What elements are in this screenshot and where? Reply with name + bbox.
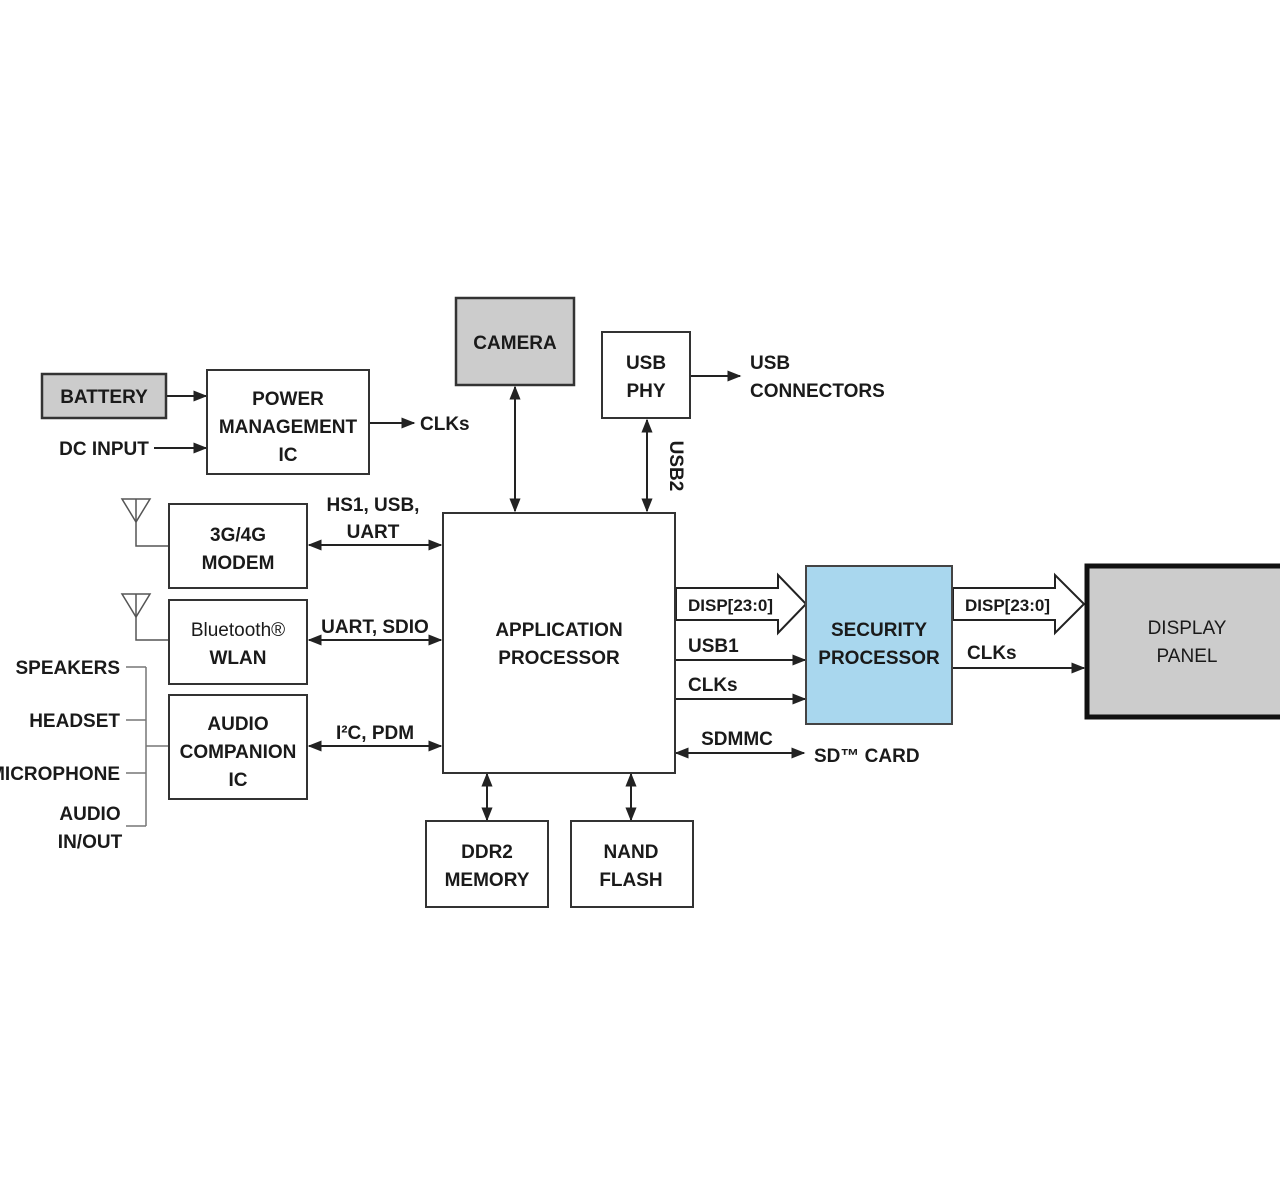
battery-label: BATTERY <box>60 387 148 408</box>
audio-companion-block <box>168 694 308 800</box>
pmic-label-line1: POWER <box>252 389 324 410</box>
clks-ap-label: CLKs <box>688 675 738 696</box>
security-label-line2: PROCESSOR <box>818 648 940 669</box>
application-processor-block <box>442 512 676 774</box>
nand-label-line2: FLASH <box>599 870 662 891</box>
bt-wlan-block <box>168 599 308 685</box>
modem-bus-label-line2: UART <box>347 522 400 543</box>
power-management-block <box>206 369 370 475</box>
display-panel-block <box>1084 563 1280 720</box>
speakers-label: SPEAKERS <box>15 658 120 679</box>
modem-bus-label-line1: HS1, USB, <box>327 495 420 516</box>
disp-bus-ap-label: DISP[23:0] <box>688 596 773 615</box>
dc-input-label: DC INPUT <box>59 439 149 460</box>
bt-wlan-label-line1: Bluetooth® <box>191 620 285 641</box>
display-label-line1: DISPLAY <box>1148 618 1227 639</box>
usb-phy-label-line2: PHY <box>626 381 665 402</box>
audio-companion-label-line3: IC <box>229 770 248 791</box>
security-label-line1: SECURITY <box>831 620 927 641</box>
battery-block <box>40 372 168 420</box>
usb-phy-block <box>601 331 691 419</box>
disp-bus-sec-label: DISP[23:0] <box>965 596 1050 615</box>
ap-label-line2: PROCESSOR <box>498 648 620 669</box>
audio-companion-label-line1: AUDIO <box>207 714 268 735</box>
camera-block <box>454 296 576 387</box>
ap-label-line1: APPLICATION <box>495 620 622 641</box>
audio-companion-label-line2: COMPANION <box>180 742 297 763</box>
audio-inout-label-line1: AUDIO <box>59 804 120 825</box>
sd-card-label: SD™ CARD <box>814 746 920 767</box>
camera-label: CAMERA <box>473 333 557 354</box>
disp-bus-ap-arrow <box>675 572 808 636</box>
audio-inout-label-line2: IN/OUT <box>58 832 123 853</box>
audio-bus-label: I²C, PDM <box>336 723 414 744</box>
security-processor-block <box>805 565 953 725</box>
pmic-clks-label: CLKs <box>420 414 470 435</box>
modem-block <box>168 503 308 589</box>
usb1-label: USB1 <box>688 636 739 657</box>
connections <box>126 370 1086 827</box>
microphone-label: MICROPHONE <box>0 764 120 785</box>
ddr2-label-line2: MEMORY <box>445 870 530 891</box>
usb-phy-label-line1: USB <box>626 353 666 374</box>
sdmmc-label: SDMMC <box>701 729 773 750</box>
bt-wlan-label-line2: WLAN <box>210 648 267 669</box>
usb-connectors-label-line1: USB <box>750 353 790 374</box>
clks-sec-label: CLKs <box>967 643 1017 664</box>
pmic-label-line3: IC <box>279 445 298 466</box>
headset-label: HEADSET <box>29 711 120 732</box>
modem-label-line2: MODEM <box>202 553 275 574</box>
usb2-label: USB2 <box>665 441 686 492</box>
modem-label-line1: 3G/4G <box>210 525 266 546</box>
ddr2-memory-block <box>425 820 549 908</box>
nand-flash-block <box>570 820 694 908</box>
antenna-bt-icon <box>120 593 168 641</box>
antenna-modem-icon <box>120 498 168 547</box>
display-label-line2: PANEL <box>1157 646 1218 667</box>
pmic-label-line2: MANAGEMENT <box>219 417 358 438</box>
nand-label-line1: NAND <box>604 842 659 863</box>
disp-bus-sec-arrow <box>952 572 1086 636</box>
ddr2-label-line1: DDR2 <box>461 842 513 863</box>
usb-connectors-label-line2: CONNECTORS <box>750 381 885 402</box>
bt-bus-label: UART, SDIO <box>321 617 429 638</box>
